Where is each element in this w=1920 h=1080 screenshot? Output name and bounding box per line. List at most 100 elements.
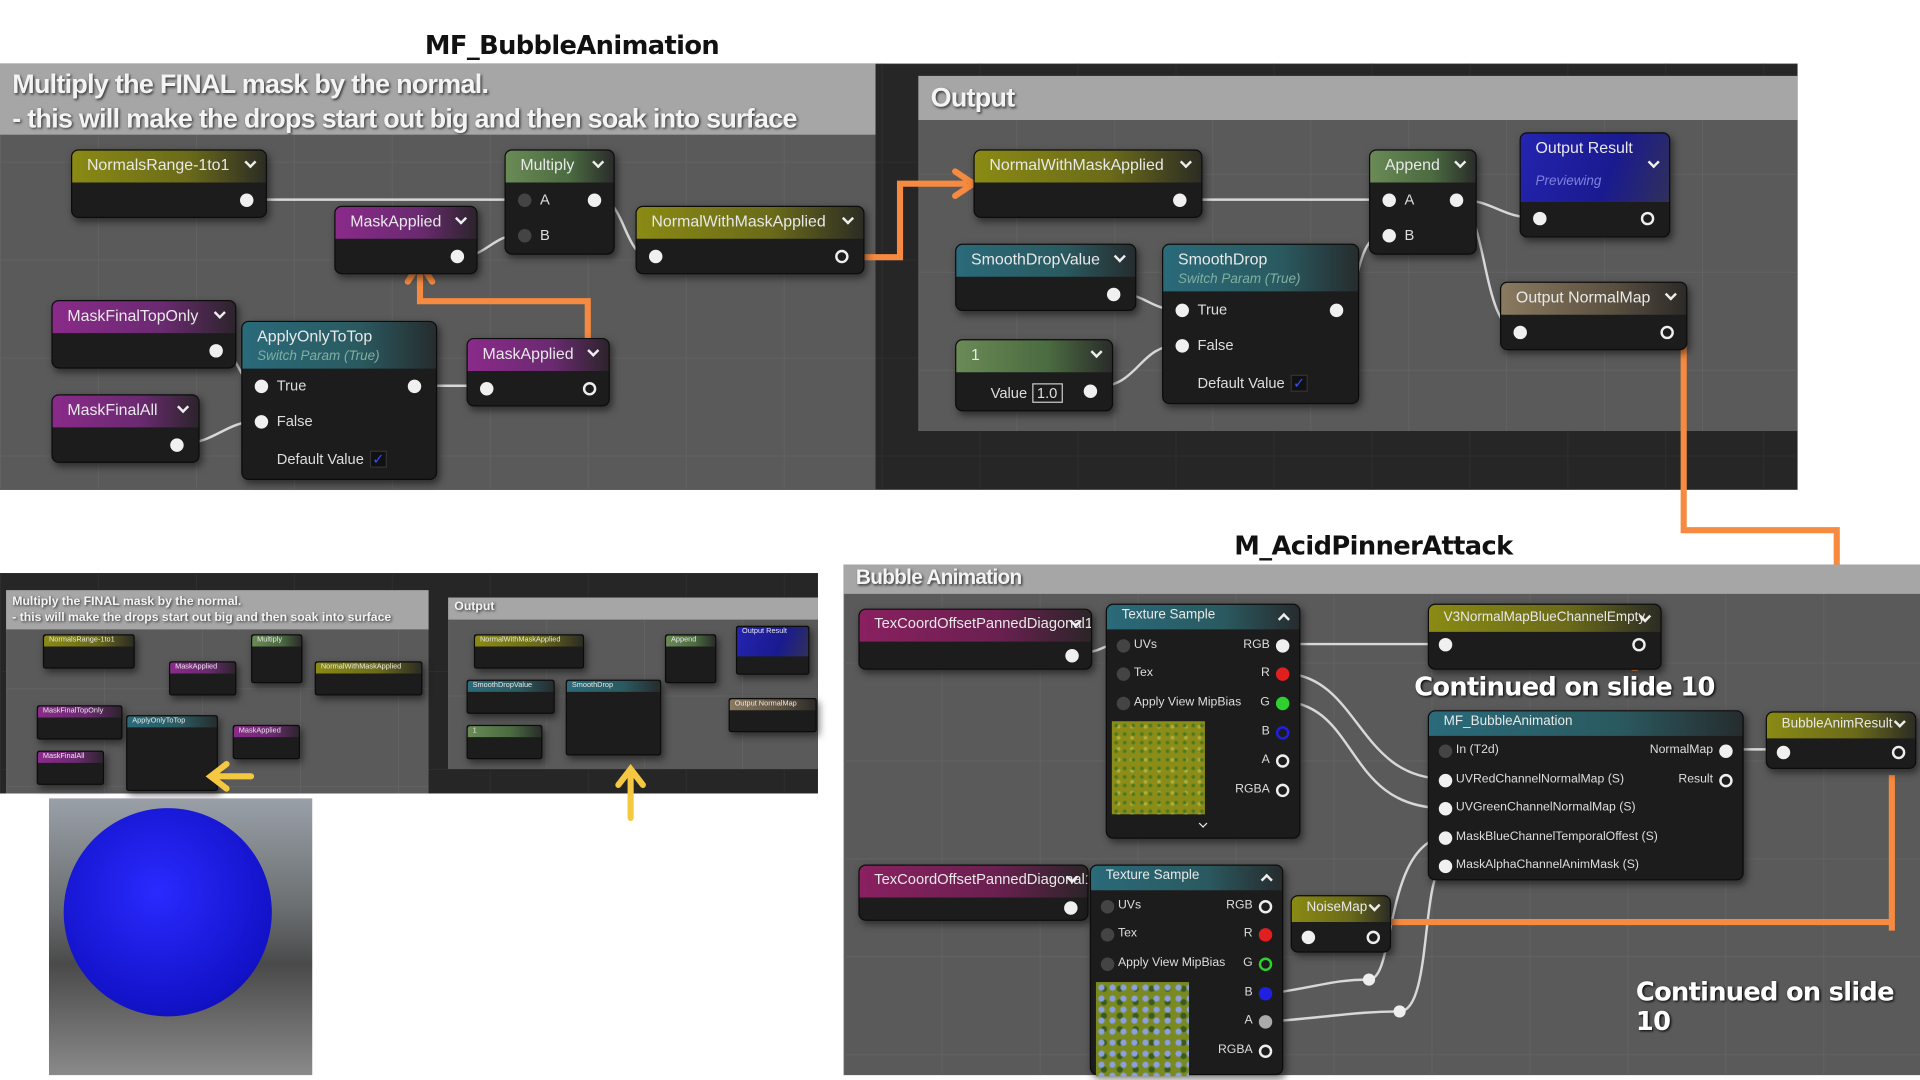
texture-thumbnail[interactable] (1111, 721, 1205, 815)
chevron-down-icon[interactable] (1664, 288, 1677, 301)
output-pin[interactable] (240, 193, 254, 207)
input-pin[interactable] (1438, 831, 1453, 845)
chevron-down-icon[interactable] (1368, 899, 1381, 912)
node-v3-normalmap[interactable]: V3NormalMapBlueChannelEmpty (1427, 603, 1662, 670)
node-output-normalmap[interactable]: Output NormalMap (1500, 281, 1688, 351)
node-append[interactable]: Append A B (1368, 149, 1477, 255)
input-pin[interactable] (1438, 773, 1453, 788)
input-pin[interactable] (1116, 696, 1131, 711)
input-pin-b[interactable] (517, 228, 532, 243)
chevron-down-icon[interactable] (1893, 715, 1906, 728)
output-pin[interactable] (587, 193, 602, 207)
input-pin-b[interactable] (1382, 228, 1396, 243)
output-pin-a[interactable] (1258, 1015, 1273, 1029)
output-pin-r[interactable] (1275, 667, 1290, 681)
node-mask-final-top-only[interactable]: MaskFinalTopOnly (51, 300, 237, 369)
node-mask-final-all[interactable]: MaskFinalAll (51, 394, 200, 463)
input-pin-false[interactable] (1175, 339, 1189, 353)
default-value-checkbox[interactable]: ✓ (369, 450, 387, 468)
node-multiply[interactable]: Multiply A B (504, 149, 615, 255)
output-pin-a[interactable] (1275, 754, 1290, 768)
input-pin[interactable] (1438, 637, 1453, 652)
chevron-down-icon[interactable] (1647, 156, 1660, 169)
input-pin-true[interactable] (1175, 303, 1189, 318)
node-normals-range[interactable]: NormalsRange-1to1 (71, 149, 267, 218)
output-pin[interactable] (1640, 211, 1655, 226)
chevron-up-icon[interactable] (1277, 612, 1290, 626)
output-pin-g[interactable] (1275, 696, 1290, 711)
output-pin-g[interactable] (1258, 957, 1273, 972)
output-pin[interactable] (1329, 303, 1344, 318)
output-pin[interactable] (1449, 193, 1464, 207)
material-preview-viewport[interactable] (48, 798, 313, 1076)
output-pin[interactable] (1064, 901, 1078, 915)
node-texture-sample-1[interactable]: Texture Sample UVs Tex Apply View MipBia… (1105, 603, 1301, 839)
node-texcoord-1[interactable]: TexCoordOffsetPannedDiagonal1 (858, 608, 1093, 670)
output-pin-rgb[interactable] (1275, 639, 1290, 653)
default-value-checkbox[interactable]: ✓ (1290, 374, 1308, 392)
node-mf-bubble-animation[interactable]: MF_BubbleAnimation In (T2d) UVRedChannel… (1427, 710, 1744, 881)
output-pin[interactable] (407, 379, 422, 394)
input-pin[interactable] (1100, 928, 1115, 942)
input-pin-a[interactable] (1382, 193, 1396, 207)
node-normal-with-mask-applied[interactable]: NormalWithMaskApplied (635, 205, 865, 275)
output-pin-r[interactable] (1258, 928, 1273, 942)
output-pin[interactable] (1106, 287, 1121, 302)
chevron-down-icon[interactable] (1454, 156, 1467, 169)
chevron-down-icon[interactable] (1179, 156, 1192, 169)
value-input[interactable]: 1.0 (1032, 383, 1063, 403)
chevron-down-icon[interactable] (1090, 345, 1103, 359)
input-pin[interactable] (1438, 744, 1453, 758)
output-pin-rgba[interactable] (1275, 783, 1290, 798)
input-pin[interactable] (648, 249, 663, 264)
chevron-down-icon[interactable] (177, 401, 190, 414)
node-texcoord-2[interactable]: TexCoordOffsetPannedDiagonal1 (858, 864, 1089, 921)
input-pin-true[interactable] (254, 379, 269, 394)
node-mask-applied[interactable]: MaskApplied (334, 205, 478, 275)
node-smooth-drop-value[interactable]: SmoothDropValue (955, 243, 1137, 312)
output-pin[interactable] (835, 249, 849, 264)
output-pin[interactable] (1891, 745, 1906, 760)
output-pin[interactable] (1173, 193, 1187, 207)
chevron-down-icon[interactable] (454, 212, 468, 225)
input-pin[interactable] (1533, 211, 1547, 226)
output-pin[interactable] (1632, 637, 1646, 652)
output-pin-b[interactable] (1275, 726, 1290, 740)
input-pin[interactable] (1100, 957, 1115, 972)
input-pin-a[interactable] (517, 193, 532, 207)
output-pin-rgba[interactable] (1258, 1044, 1273, 1058)
output-pin-normalmap[interactable] (1719, 744, 1733, 758)
output-pin-result[interactable] (1719, 773, 1733, 788)
chevron-up-icon[interactable] (1260, 873, 1273, 886)
chevron-down-icon[interactable] (587, 344, 600, 357)
texture-thumbnail[interactable] (1095, 982, 1189, 1077)
input-pin[interactable] (480, 382, 494, 396)
chevron-down-icon[interactable] (244, 156, 257, 169)
expand-chevron-icon[interactable] (1198, 819, 1208, 828)
chevron-down-icon[interactable] (1113, 250, 1126, 263)
input-pin[interactable] (1116, 639, 1131, 653)
output-pin[interactable] (1083, 384, 1098, 398)
input-pin[interactable] (1116, 667, 1131, 681)
output-pin[interactable] (1366, 930, 1381, 945)
input-pin[interactable] (1438, 859, 1453, 874)
output-pin[interactable] (582, 382, 597, 396)
node-noisemap[interactable]: NoiseMap (1290, 895, 1392, 953)
node-mask-applied-2[interactable]: MaskApplied (466, 337, 610, 407)
input-pin[interactable] (1438, 802, 1453, 816)
output-pin[interactable] (1660, 325, 1674, 340)
output-pin[interactable] (450, 249, 465, 264)
input-pin[interactable] (1100, 900, 1115, 914)
output-pin[interactable] (170, 438, 184, 452)
output-pin-rgb[interactable] (1258, 900, 1273, 914)
input-pin[interactable] (1776, 745, 1791, 760)
output-pin[interactable] (1065, 648, 1079, 663)
node-bubble-anim-result[interactable]: BubbleAnimResult (1765, 711, 1917, 769)
node-normal-with-mask-applied-get[interactable]: NormalWithMaskApplied (973, 149, 1203, 218)
output-pin-b[interactable] (1258, 986, 1273, 1001)
